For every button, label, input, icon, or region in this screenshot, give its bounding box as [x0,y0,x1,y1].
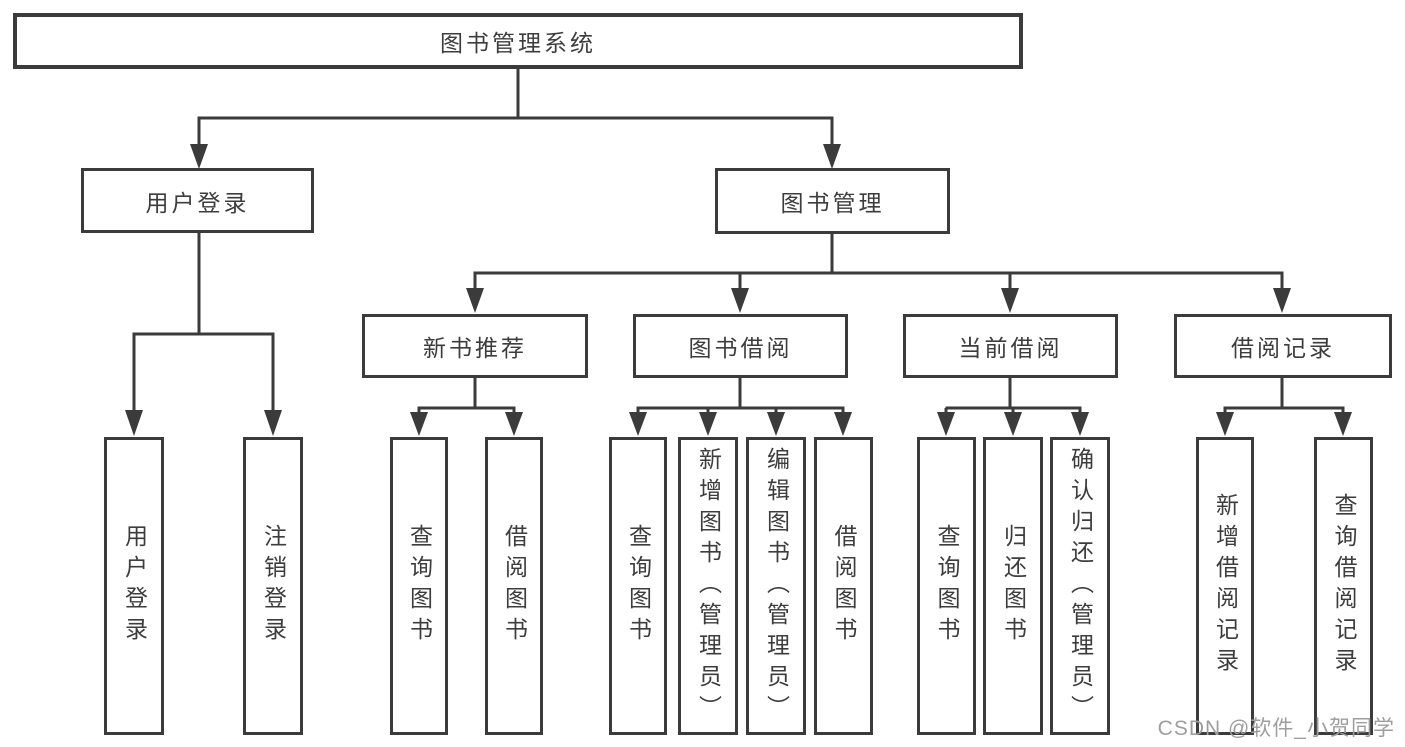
node-label: 图书管理 [780,190,885,216]
node-label: 图书借阅 [688,335,793,361]
csdn-watermark: CSDN @软件_小贺同学 [1157,717,1395,740]
node-book-borrowing: 图书借阅 [633,314,848,378]
node-label: 图书管理系统 [440,30,596,56]
leaf-logout: 注销登录 [243,437,303,735]
leaf-borrow-books-borrowing: 借阅图书 [814,437,873,735]
node-user-login: 用户登录 [81,168,314,233]
leaf-query-borrow-record: 查询借阅记录 [1314,437,1373,735]
node-borrowing-records: 借阅记录 [1174,314,1392,378]
node-book-management: 图书管理 [715,168,950,234]
leaf-user-login: 用户登录 [104,437,164,735]
leaf-add-book-admin: 新增图书（管理员） [678,437,738,735]
node-label: 当前借阅 [958,335,1063,361]
leaf-query-books-borrowing: 查询图书 [609,437,667,735]
leaf-add-borrow-record: 新增借阅记录 [1196,437,1254,735]
node-current-borrowing: 当前借阅 [903,314,1118,378]
node-library-management-system: 图书管理系统 [13,13,1023,69]
leaf-return-book: 归还图书 [983,437,1043,735]
leaf-confirm-return-admin: 确认归还（管理员） [1050,437,1110,735]
leaf-edit-book-admin: 编辑图书（管理员） [746,437,806,735]
leaf-query-books-recommend: 查询图书 [390,437,448,735]
node-label: 借阅记录 [1231,335,1335,361]
node-new-book-recommendation: 新书推荐 [362,314,588,378]
leaf-query-books-current: 查询图书 [917,437,976,735]
node-label: 用户登录 [145,189,250,216]
node-label: 新书推荐 [423,335,527,361]
leaf-borrow-books-recommend: 借阅图书 [485,437,543,735]
